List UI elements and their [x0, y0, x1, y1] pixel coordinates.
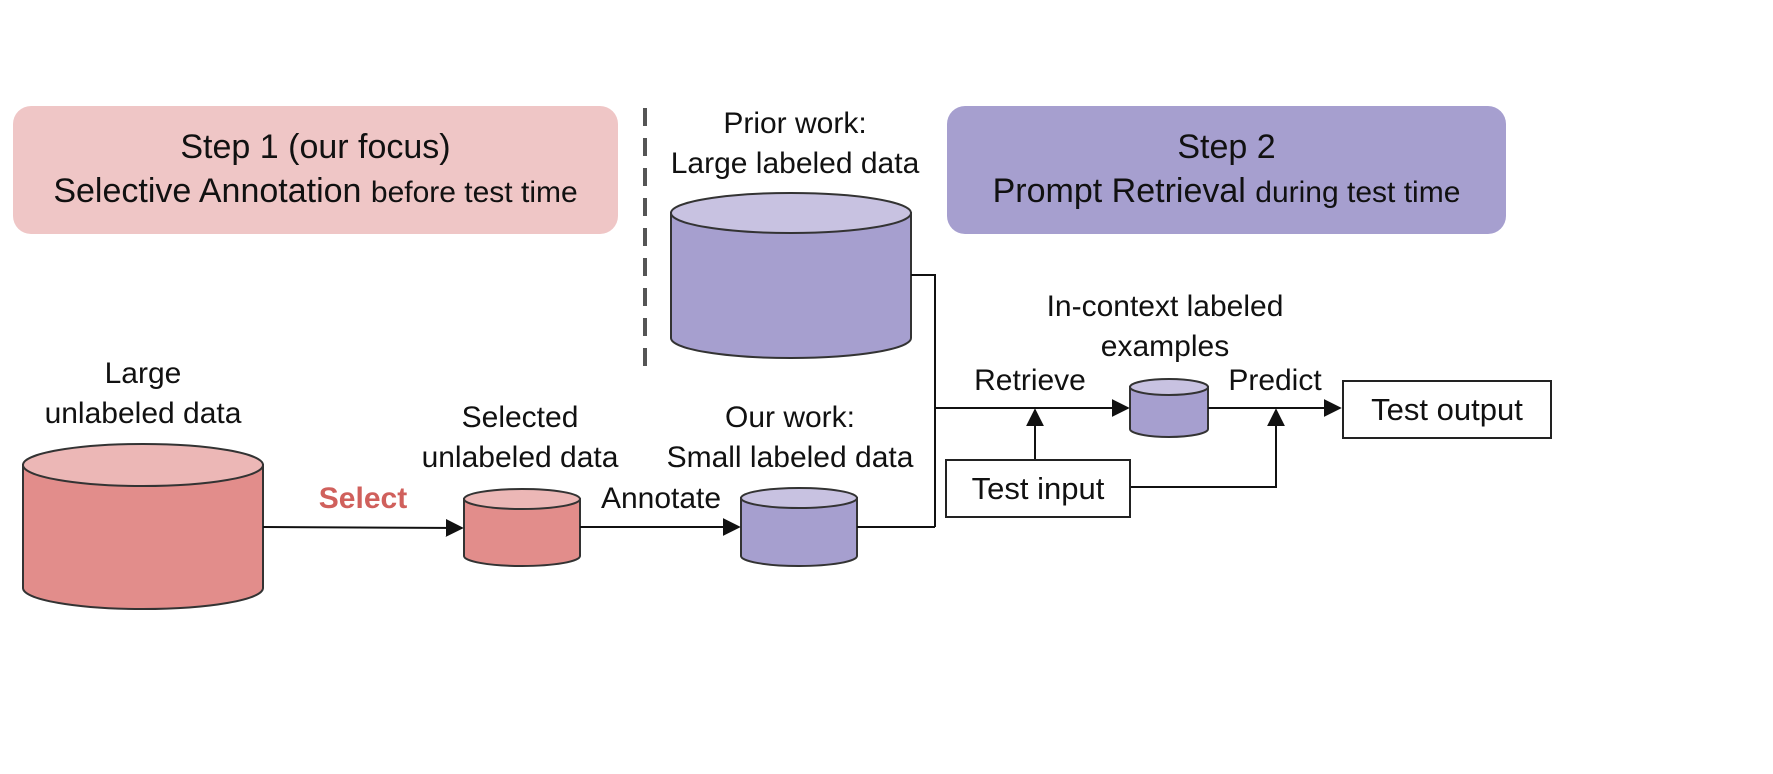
- large-unlabeled-label: Large unlabeled data: [23, 354, 263, 434]
- prior-connector: [911, 274, 936, 527]
- retrieve-label: Retrieve: [974, 364, 1086, 397]
- select-label: Select: [318, 482, 408, 515]
- large-unlabeled-line1: Large: [104, 357, 182, 390]
- prior-work-line1: Prior work:: [723, 107, 867, 140]
- test-input-to-predict-arrow: [1129, 408, 1285, 488]
- step1-subtitle: Selective Annotation before test time: [53, 169, 577, 215]
- test-output-node: Test output: [1342, 380, 1552, 439]
- step1-title: Step 1 (our focus): [180, 128, 451, 166]
- test-input-node: Test input: [945, 459, 1131, 518]
- small-labeled-cylinder: [740, 487, 858, 567]
- step2-subtitle: Prompt Retrieval during test time: [993, 169, 1461, 215]
- step1-box: Step 1 (our focus) Selective Annotation …: [13, 106, 618, 234]
- step2-title: Step 2: [1177, 128, 1276, 166]
- annotate-label: Annotate: [600, 482, 722, 515]
- selected-line1: Selected: [461, 401, 579, 434]
- prior-work-line2: Large labeled data: [670, 147, 920, 180]
- step2-main: Prompt Retrieval: [992, 172, 1246, 210]
- incontext-line2: examples: [1100, 330, 1230, 363]
- large-unlabeled-cylinder: [22, 443, 264, 610]
- prior-work-label: Prior work: Large labeled data: [660, 104, 930, 184]
- our-work-label: Our work: Small labeled data: [660, 398, 920, 478]
- step2-box: Step 2 Prompt Retrieval during test time: [947, 106, 1506, 234]
- incontext-label: In-context labeled examples: [1030, 287, 1300, 367]
- selected-line2: unlabeled data: [421, 441, 619, 474]
- step1-suffix: before test time: [370, 176, 578, 209]
- our-work-line2: Small labeled data: [666, 441, 914, 474]
- prior-work-cylinder: [670, 192, 912, 359]
- selected-unlabeled-label: Selected unlabeled data: [410, 398, 630, 478]
- predict-label: Predict: [1228, 364, 1322, 397]
- step2-suffix: during test time: [1255, 176, 1461, 209]
- large-unlabeled-line2: unlabeled data: [44, 397, 242, 430]
- select-arrow: [262, 518, 464, 537]
- incontext-line1: In-context labeled: [1046, 290, 1284, 323]
- our-work-line1: Our work:: [724, 401, 856, 434]
- selected-unlabeled-cylinder: [463, 488, 581, 567]
- incontext-cylinder: [1129, 378, 1209, 438]
- step1-main: Selective Annotation: [53, 172, 362, 210]
